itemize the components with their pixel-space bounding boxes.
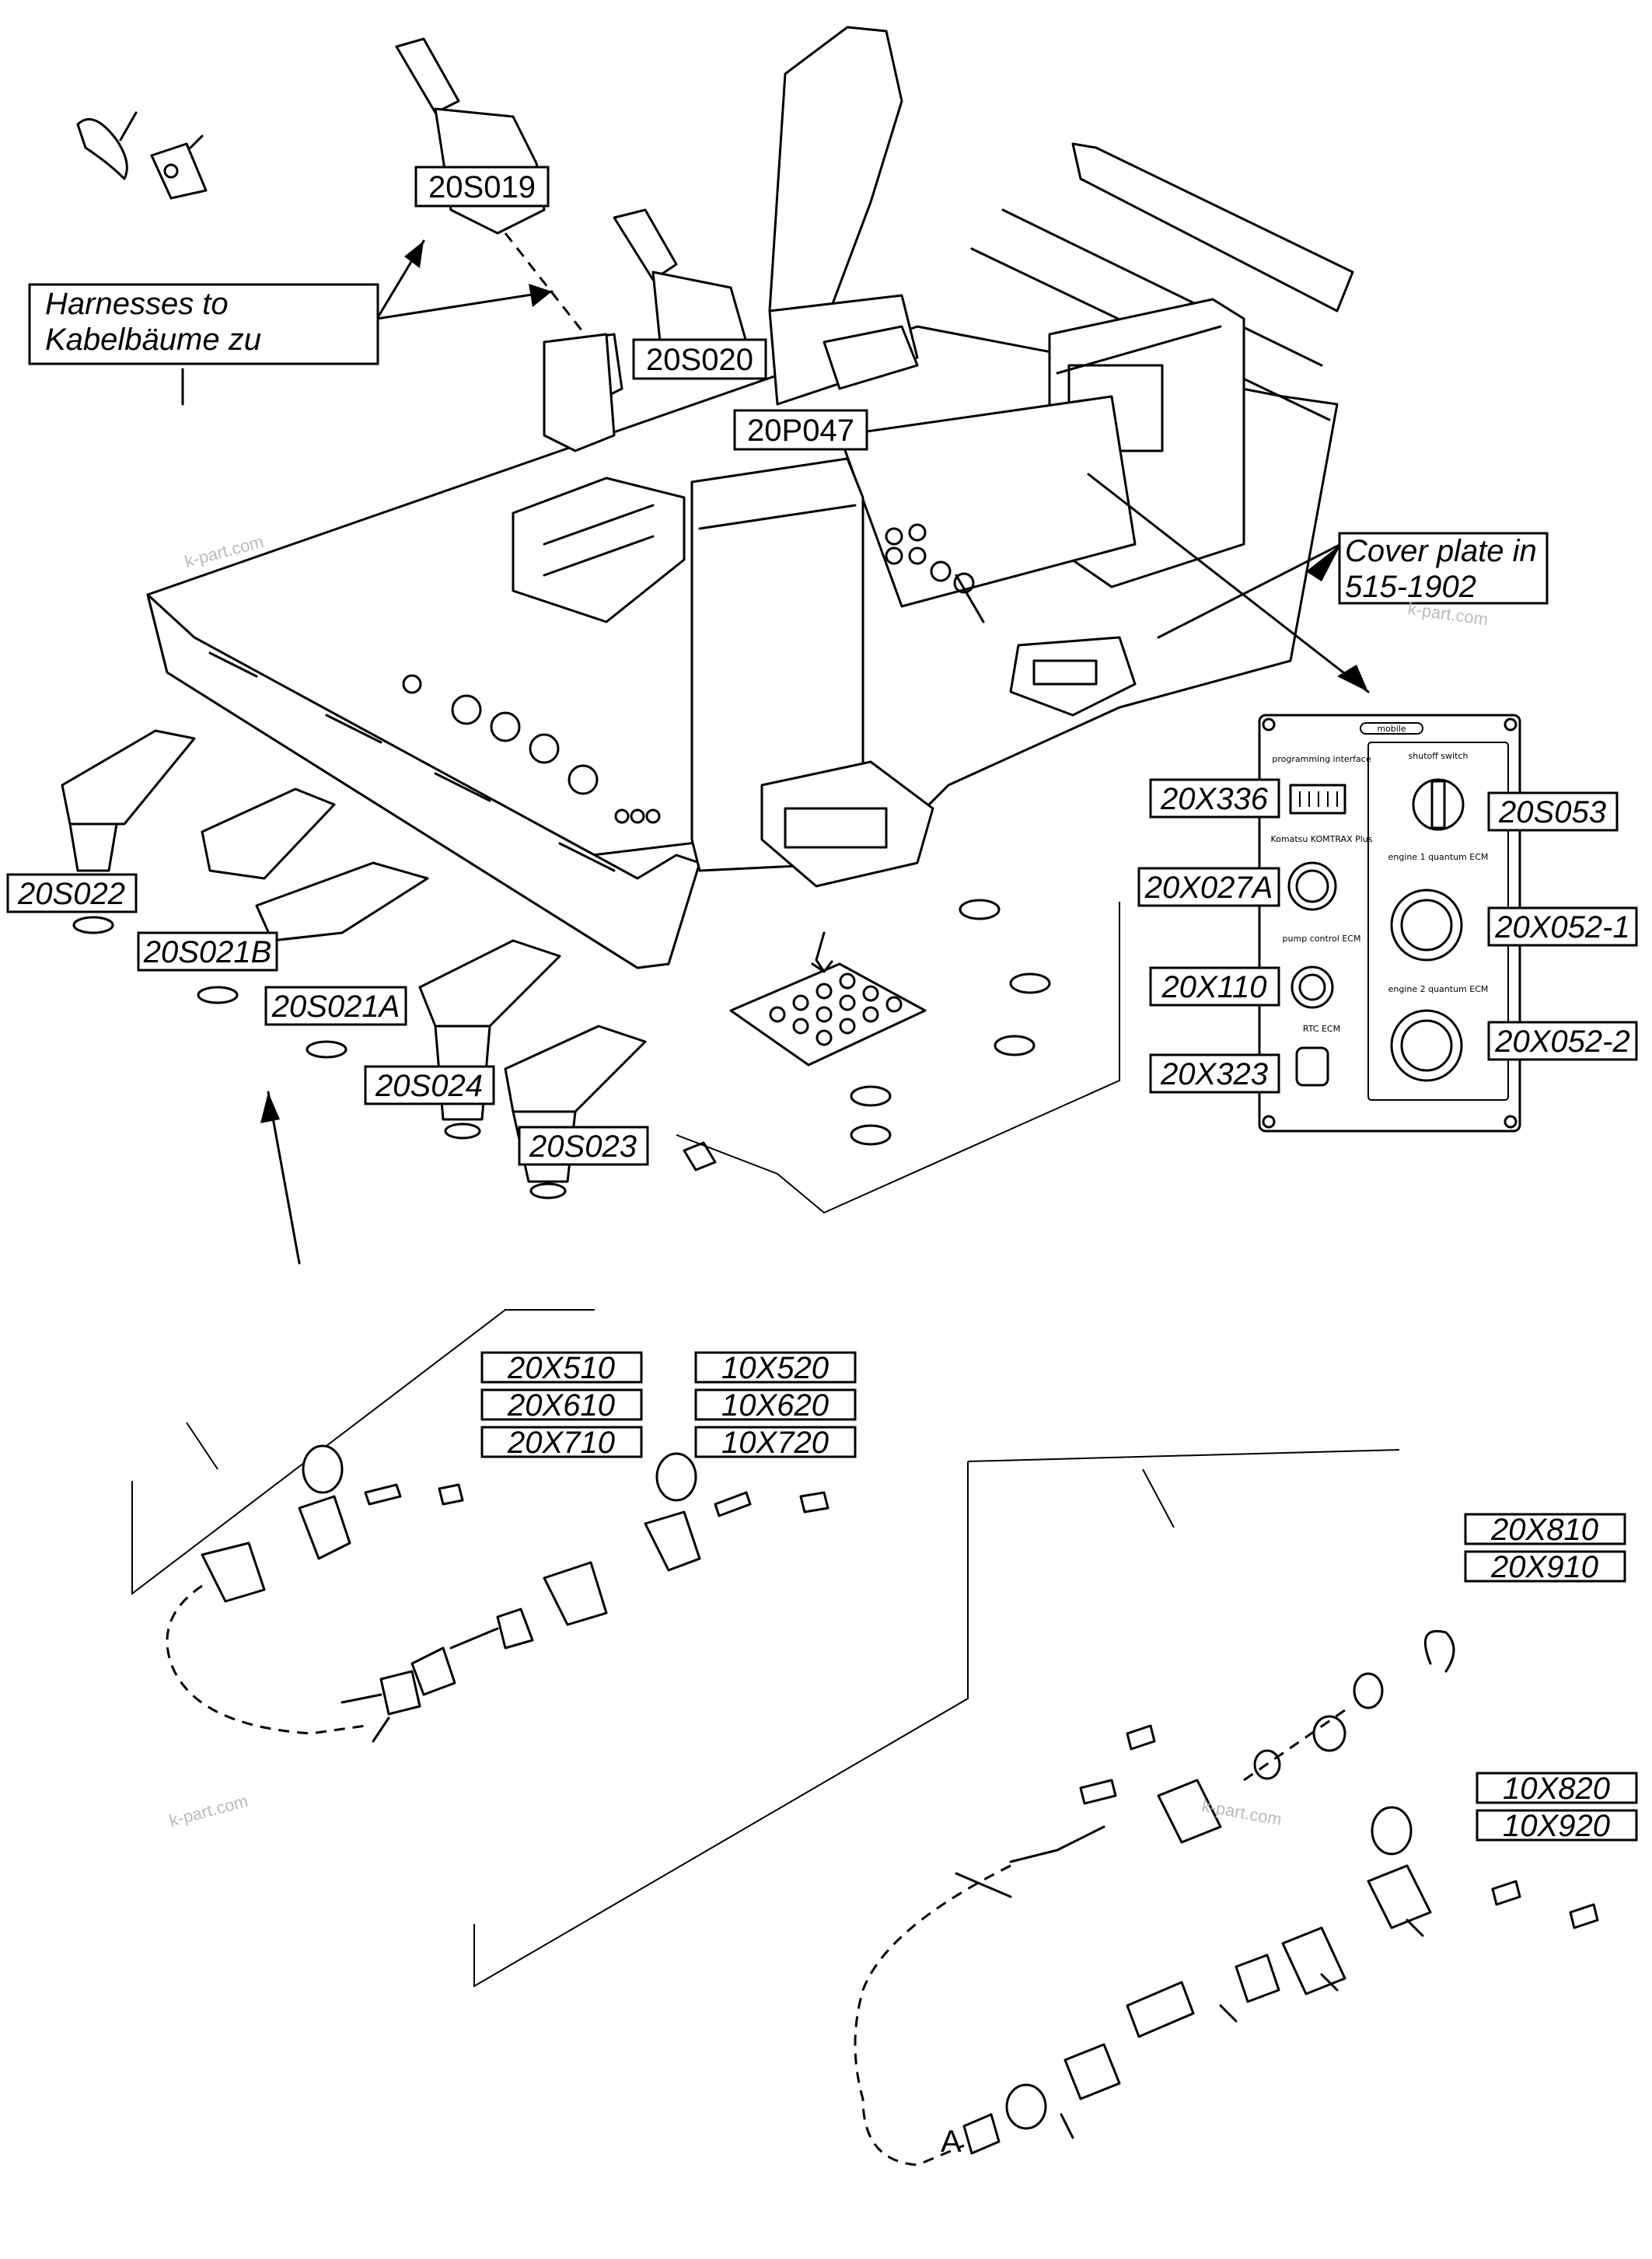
svg-text:10X920: 10X920 bbox=[1503, 1809, 1610, 1843]
svg-text:20S021B: 20S021B bbox=[143, 935, 272, 969]
svg-text:20X810: 20X810 bbox=[1490, 1513, 1598, 1547]
pedals bbox=[61, 729, 717, 1199]
panel-header: mobile bbox=[1377, 724, 1406, 734]
label-20x336: 20X336 bbox=[1149, 778, 1280, 819]
cabin-platform bbox=[146, 142, 1354, 969]
svg-text:20S019: 20S019 bbox=[428, 170, 536, 204]
svg-text:20P047: 20P047 bbox=[747, 414, 854, 448]
label-20x027a: 20X027A bbox=[1137, 867, 1280, 907]
svg-text:20S020: 20S020 bbox=[646, 343, 753, 377]
connector-group-right bbox=[473, 1461, 1599, 2166]
svg-text:20X910: 20X910 bbox=[1490, 1550, 1598, 1584]
label-20x323: 20X323 bbox=[1149, 1053, 1280, 1094]
connector-panel: mobile programming interface Komatsu KOM… bbox=[1258, 714, 1521, 1133]
harnesses-line1: Harnesses to bbox=[45, 287, 229, 321]
connector-labels-right: 10X520 10X620 10X720 bbox=[694, 1351, 857, 1460]
harnesses-line2: Kabelbäume zu bbox=[45, 323, 261, 357]
svg-text:20X027A: 20X027A bbox=[1144, 871, 1273, 905]
label-20x110: 20X110 bbox=[1149, 966, 1280, 1007]
svg-text:10X520: 10X520 bbox=[721, 1351, 829, 1385]
label-20s023: 20S023 bbox=[518, 1126, 649, 1166]
label-20s053: 20S053 bbox=[1487, 791, 1619, 832]
svg-text:10X820: 10X820 bbox=[1503, 1772, 1610, 1806]
label-20s021b: 20S021B bbox=[137, 931, 278, 972]
svg-text:20X052-1: 20X052-1 bbox=[1494, 910, 1629, 944]
svg-text:20S024: 20S024 bbox=[375, 1069, 483, 1103]
label-20s019: 20S019 bbox=[414, 166, 550, 208]
label-20x052-2: 20X052-2 bbox=[1487, 1021, 1638, 1061]
svg-text:10X720: 10X720 bbox=[721, 1426, 829, 1460]
svg-text:20S053: 20S053 bbox=[1498, 795, 1606, 829]
svg-text:10X620: 10X620 bbox=[721, 1388, 829, 1423]
watermark-3: k-part.com bbox=[167, 1791, 250, 1831]
label-20s021a: 20S021A bbox=[264, 986, 407, 1026]
label-20p047: 20P047 bbox=[733, 409, 868, 451]
panel-engine1: engine 1 quantum ECM bbox=[1388, 852, 1489, 862]
panel-pump: pump control ECM bbox=[1283, 934, 1361, 944]
label-20s020: 20S020 bbox=[632, 338, 767, 380]
svg-text:20X336: 20X336 bbox=[1160, 782, 1269, 816]
panel-shutoff: shutoff switch bbox=[1409, 751, 1469, 761]
cover-plate-line1: Cover plate in bbox=[1345, 534, 1537, 568]
svg-text:20X510: 20X510 bbox=[507, 1351, 615, 1385]
label-20s022: 20S022 bbox=[6, 873, 138, 913]
callout-harnesses: Harnesses to Kabelbäume zu bbox=[28, 283, 379, 365]
svg-text:20X323: 20X323 bbox=[1160, 1057, 1268, 1091]
svg-text:20S022: 20S022 bbox=[17, 877, 125, 911]
cable-tie bbox=[76, 111, 208, 200]
panel-programming: programming interface bbox=[1272, 754, 1371, 764]
connector-labels-left: 20X510 20X610 20X710 bbox=[480, 1351, 643, 1460]
panel-komtrax: Komatsu KOMTRAX Plus bbox=[1271, 834, 1373, 844]
cover-plate-line2: 515-1902 bbox=[1345, 570, 1476, 604]
deck-holes bbox=[402, 674, 661, 824]
svg-text:20X110: 20X110 bbox=[1161, 970, 1267, 1004]
label-20x052-1: 20X052-1 bbox=[1487, 906, 1638, 947]
svg-text:20S023: 20S023 bbox=[529, 1130, 637, 1164]
callout-cover-plate: Cover plate in 515-1902 bbox=[1338, 532, 1549, 605]
svg-text:20S021A: 20S021A bbox=[271, 990, 400, 1024]
operator-seat bbox=[768, 26, 919, 406]
connector-labels-820: 10X820 10X920 bbox=[1476, 1772, 1638, 1843]
marker-a: A bbox=[941, 2125, 962, 2159]
svg-text:20X610: 20X610 bbox=[507, 1388, 615, 1423]
label-20s024: 20S024 bbox=[364, 1065, 495, 1105]
connector-group-left bbox=[131, 1309, 1400, 1743]
svg-text:20X710: 20X710 bbox=[507, 1426, 615, 1460]
panel-engine2: engine 2 quantum ECM bbox=[1388, 984, 1489, 994]
connector-labels-810: 20X810 20X910 bbox=[1464, 1513, 1626, 1584]
keypad-and-grommets bbox=[729, 899, 1051, 1146]
leaders bbox=[181, 239, 1370, 1265]
panel-rtc: RTC ECM bbox=[1303, 1024, 1340, 1034]
svg-text:20X052-2: 20X052-2 bbox=[1494, 1025, 1629, 1059]
